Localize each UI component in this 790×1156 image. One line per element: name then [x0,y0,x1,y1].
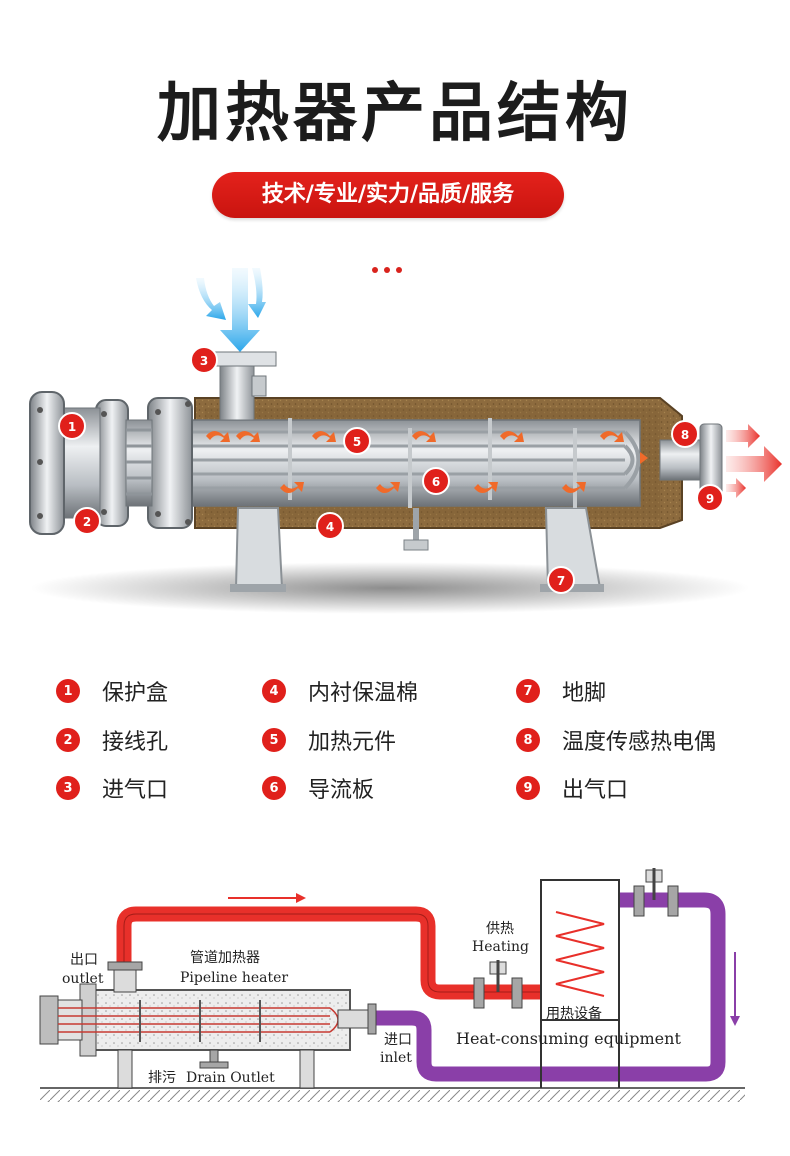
intake-arrow [220,268,260,352]
svg-text:6: 6 [432,475,440,489]
outlet-arrow [726,446,782,482]
page-title: 加热器产品结构 [157,77,633,151]
svg-text:出口: 出口 [70,952,98,968]
svg-text:Heating: Heating [472,939,529,955]
return-pipe [376,892,726,1082]
svg-text:管道加热器: 管道加热器 [190,950,260,966]
callout-8: 8 [671,420,699,448]
svg-text:inlet: inlet [380,1050,412,1066]
svg-text:Pipeline heater: Pipeline heater [180,970,288,986]
piping-diagram: 出口 outlet 管道加热器 Pipeline heater 供热 Heati… [39,868,745,1102]
callout-6: 6 [422,467,450,495]
callout-badges: 1 2 3 4 5 6 7 8 9 [58,346,724,594]
tagline-badge: 技术/专业/实力/品质/服务 [212,172,564,218]
svg-text:9: 9 [706,492,714,506]
callout-4: 4 [316,512,344,540]
svg-text:2: 2 [83,515,91,529]
callout-2: 2 [73,507,101,535]
callout-1: 1 [58,412,86,440]
pipeline-heater-body [93,989,351,1051]
svg-text:5: 5 [353,435,361,449]
support-leg-left [234,507,284,589]
svg-text:排污: 排污 [148,1070,176,1086]
svg-text:用热设备: 用热设备 [546,1005,602,1022]
svg-text:Drain Outlet: Drain Outlet [186,1070,275,1086]
svg-text:进口: 进口 [384,1032,412,1048]
svg-text:Heat-consuming equipment: Heat-consuming equipment [456,1029,681,1048]
svg-text:供热: 供热 [486,921,514,937]
decorative-dots [372,258,408,277]
callout-7: 7 [547,566,575,594]
callout-9: 9 [696,484,724,512]
inlet-pipe [219,361,255,421]
svg-text:7: 7 [557,574,565,588]
svg-text:1: 1 [68,420,76,434]
svg-text:3: 3 [200,354,208,368]
callout-5: 5 [343,427,371,455]
callout-3: 3 [190,346,218,374]
svg-text:4: 4 [326,520,334,534]
heater-structure-illustration: 1 2 3 4 5 6 7 8 9 [29,268,782,614]
heat-consuming-equipment [540,879,620,1021]
svg-text:8: 8 [681,428,689,442]
svg-text:outlet: outlet [62,971,104,987]
main-flange [147,397,193,529]
